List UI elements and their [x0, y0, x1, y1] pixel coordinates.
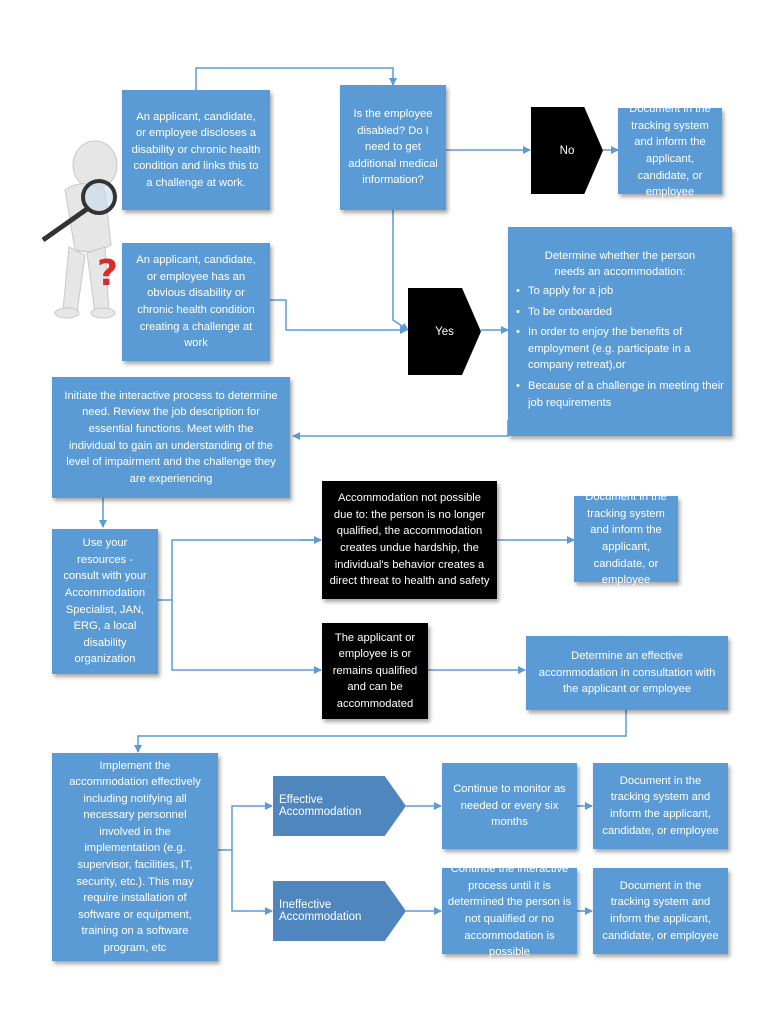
- ineffective-accommodation-shape: Ineffective Accommodation: [273, 881, 406, 941]
- arrow-implement-to-ineffective: [231, 850, 273, 915]
- question-box: Is the employee disabled? Do I need to g…: [340, 85, 446, 210]
- obvious-disability-text: An applicant, candidate, or employee has…: [136, 254, 256, 350]
- determine-need-item: In order to enjoy the benefits of employ…: [516, 324, 724, 374]
- arrow-resources-split: [158, 539, 320, 601]
- magnifying-glass: [41, 179, 117, 243]
- ineffective-accommodation-label: Ineffective Accommodation: [279, 899, 362, 923]
- no-label: No: [559, 144, 575, 157]
- arrow-determine-to-initiate: [292, 420, 509, 440]
- monitor-box: Continue to monitor as needed or every s…: [442, 763, 577, 849]
- qualified-box: The applicant or employee is or remains …: [322, 623, 428, 719]
- determine-need-item: Because of a challenge in meeting their …: [516, 378, 724, 411]
- not-possible-box: Accommodation not possible due to: the p…: [322, 481, 497, 599]
- document-not-possible-box: Document in the tracking system and info…: [574, 491, 678, 586]
- effective-accommodation-label: Effective Accommodation: [279, 794, 362, 818]
- qualified-text: The applicant or employee is or remains …: [332, 631, 418, 710]
- person-magnifying-glass-icon: ?: [35, 135, 123, 320]
- obvious-disability-box: An applicant, candidate, or employee has…: [122, 243, 270, 361]
- initiate-process-text: Initiate the interactive process to dete…: [64, 389, 278, 485]
- document-no-text: Document in the tracking system and info…: [629, 103, 711, 199]
- document-ineffective-box: Document in the tracking system and info…: [593, 868, 728, 954]
- continue-process-text: Continue the interactive process until i…: [447, 863, 572, 959]
- question-text: Is the employee disabled? Do I need to g…: [348, 108, 438, 187]
- arrow-obvious-to-yes: [270, 299, 408, 334]
- implement-box: Implement the accommodation effectively …: [52, 753, 218, 961]
- determine-effective-text: Determine an effective accommodation in …: [538, 650, 716, 696]
- disclosure-box: An applicant, candidate, or employee dis…: [122, 90, 270, 210]
- determine-need-item: To apply for a job: [516, 283, 724, 300]
- document-no-box: Document in the tracking system and info…: [618, 103, 722, 198]
- arrow-implement-split: [218, 802, 273, 851]
- resources-box: Use your resources - consult with your A…: [52, 529, 158, 674]
- arrow-discloses-to-question: [195, 67, 397, 90]
- initiate-process-box: Initiate the interactive process to dete…: [52, 377, 290, 498]
- not-possible-text: Accommodation not possible due to: the p…: [329, 492, 490, 588]
- disclosure-text: An applicant, candidate, or employee dis…: [131, 110, 261, 189]
- resources-text: Use your resources - consult with your A…: [63, 537, 147, 666]
- effective-accommodation-shape: Effective Accommodation: [273, 776, 406, 836]
- document-effective-text: Document in the tracking system and info…: [602, 774, 719, 837]
- determine-need-box: Determine whether the person needs an ac…: [508, 227, 732, 436]
- document-not-possible-text: Document in the tracking system and info…: [585, 491, 667, 587]
- determine-need-heading: Determine whether the person needs an ac…: [544, 249, 696, 279]
- monitor-text: Continue to monitor as needed or every s…: [453, 783, 566, 829]
- question-mark-icon: ?: [97, 253, 118, 294]
- document-ineffective-text: Document in the tracking system and info…: [602, 879, 719, 942]
- document-effective-box: Document in the tracking system and info…: [593, 763, 728, 849]
- arrow-resources-to-qualified: [171, 600, 322, 674]
- determine-need-list: To apply for a job To be onboarded In or…: [516, 283, 724, 415]
- implement-text: Implement the accommodation effectively …: [69, 759, 201, 954]
- yes-label: Yes: [435, 325, 454, 338]
- arrow-effective-to-implement: [134, 710, 627, 753]
- determine-need-item: To be onboarded: [516, 304, 724, 321]
- determine-effective-box: Determine an effective accommodation in …: [526, 636, 728, 710]
- continue-process-box: Continue the interactive process until i…: [442, 863, 577, 958]
- arrow-question-to-yes: [392, 210, 409, 331]
